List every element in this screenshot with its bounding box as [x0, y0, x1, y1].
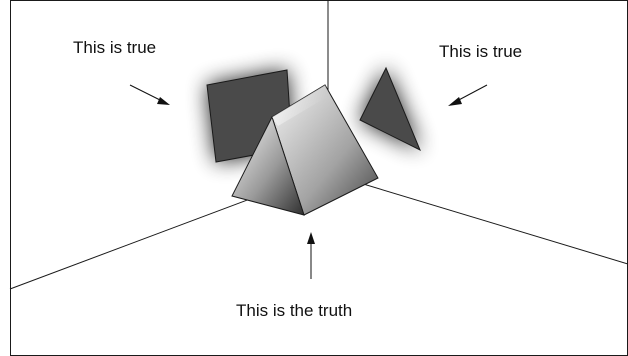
label-right-view: This is true — [439, 42, 523, 61]
label-left-view: This is true — [73, 38, 157, 57]
label-bottom-object: This is the truth — [236, 301, 353, 320]
prism-ridge-highlight — [272, 85, 330, 126]
arrow-up-icon — [307, 232, 315, 279]
floor-left-line — [9, 195, 259, 290]
prism — [231, 84, 379, 216]
arrow-down-left-icon — [448, 84, 488, 106]
prism-front-face — [231, 115, 305, 216]
floor-right-line — [359, 182, 628, 265]
arrow-down-right-icon — [129, 84, 170, 105]
shadow-triangle — [359, 66, 421, 152]
